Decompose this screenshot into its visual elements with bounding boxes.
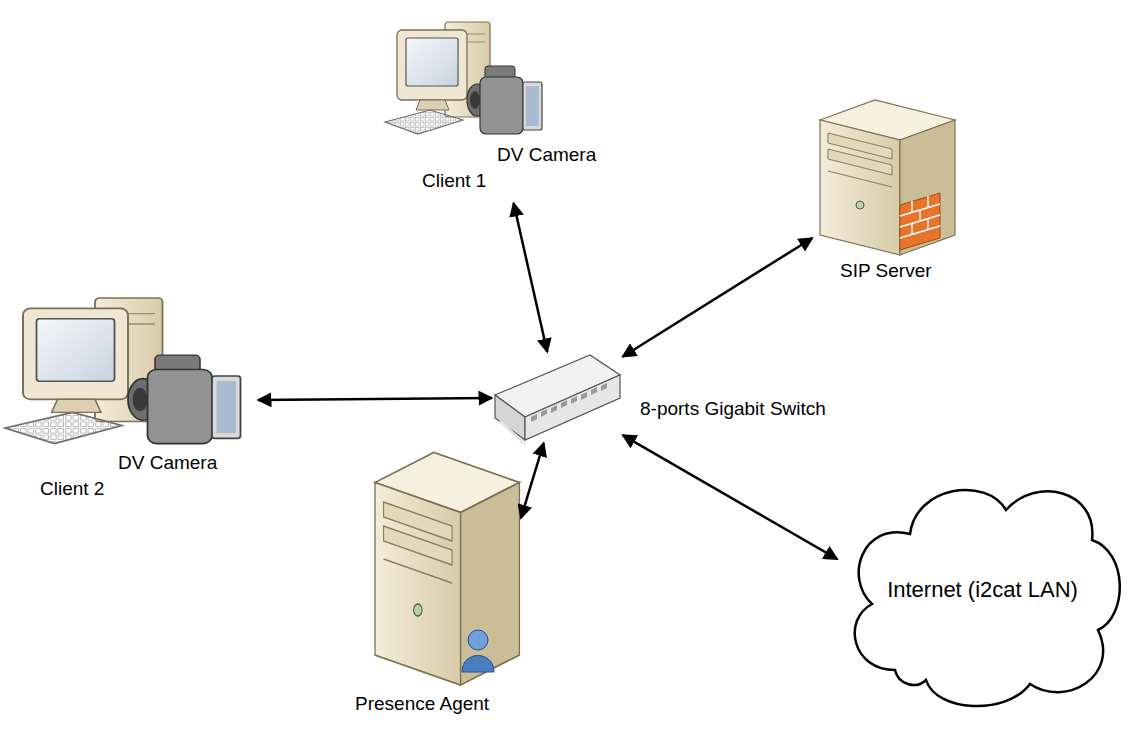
client-node: DV CameraClient 2 — [5, 292, 255, 510]
server-node: SIP Server — [815, 92, 965, 287]
switch-icon — [495, 355, 620, 443]
network-link-arrow — [521, 443, 544, 518]
device-label: Client 1 — [422, 170, 486, 192]
device-label: SIP Server — [840, 260, 932, 282]
device-label: DV Camera — [497, 144, 596, 166]
device-label: Presence Agent — [355, 693, 489, 715]
network-link-arrow — [623, 238, 813, 357]
client-computer-icon — [5, 298, 241, 444]
device-label: DV Camera — [118, 452, 217, 474]
device-label: Client 2 — [40, 478, 104, 500]
cloud-node: Internet (i2cat LAN) — [840, 470, 1125, 710]
network-link-arrow — [514, 203, 548, 352]
device-label: 8-ports Gigabit Switch — [640, 398, 826, 420]
switch-node: 8-ports Gigabit Switch — [495, 355, 620, 440]
client-computer-icon — [385, 22, 542, 134]
firewall-icon — [900, 193, 940, 250]
network-link-arrow — [258, 398, 492, 400]
network-link-arrow — [623, 435, 838, 559]
server-icon — [820, 100, 955, 255]
person-icon — [462, 630, 494, 672]
server-node: Presence Agent — [370, 455, 520, 725]
cloud-label: Internet (i2cat LAN) — [887, 577, 1078, 603]
client-node: DV CameraClient 1 — [385, 20, 600, 200]
cloud-shape — [855, 490, 1120, 706]
server-icon — [375, 453, 519, 686]
